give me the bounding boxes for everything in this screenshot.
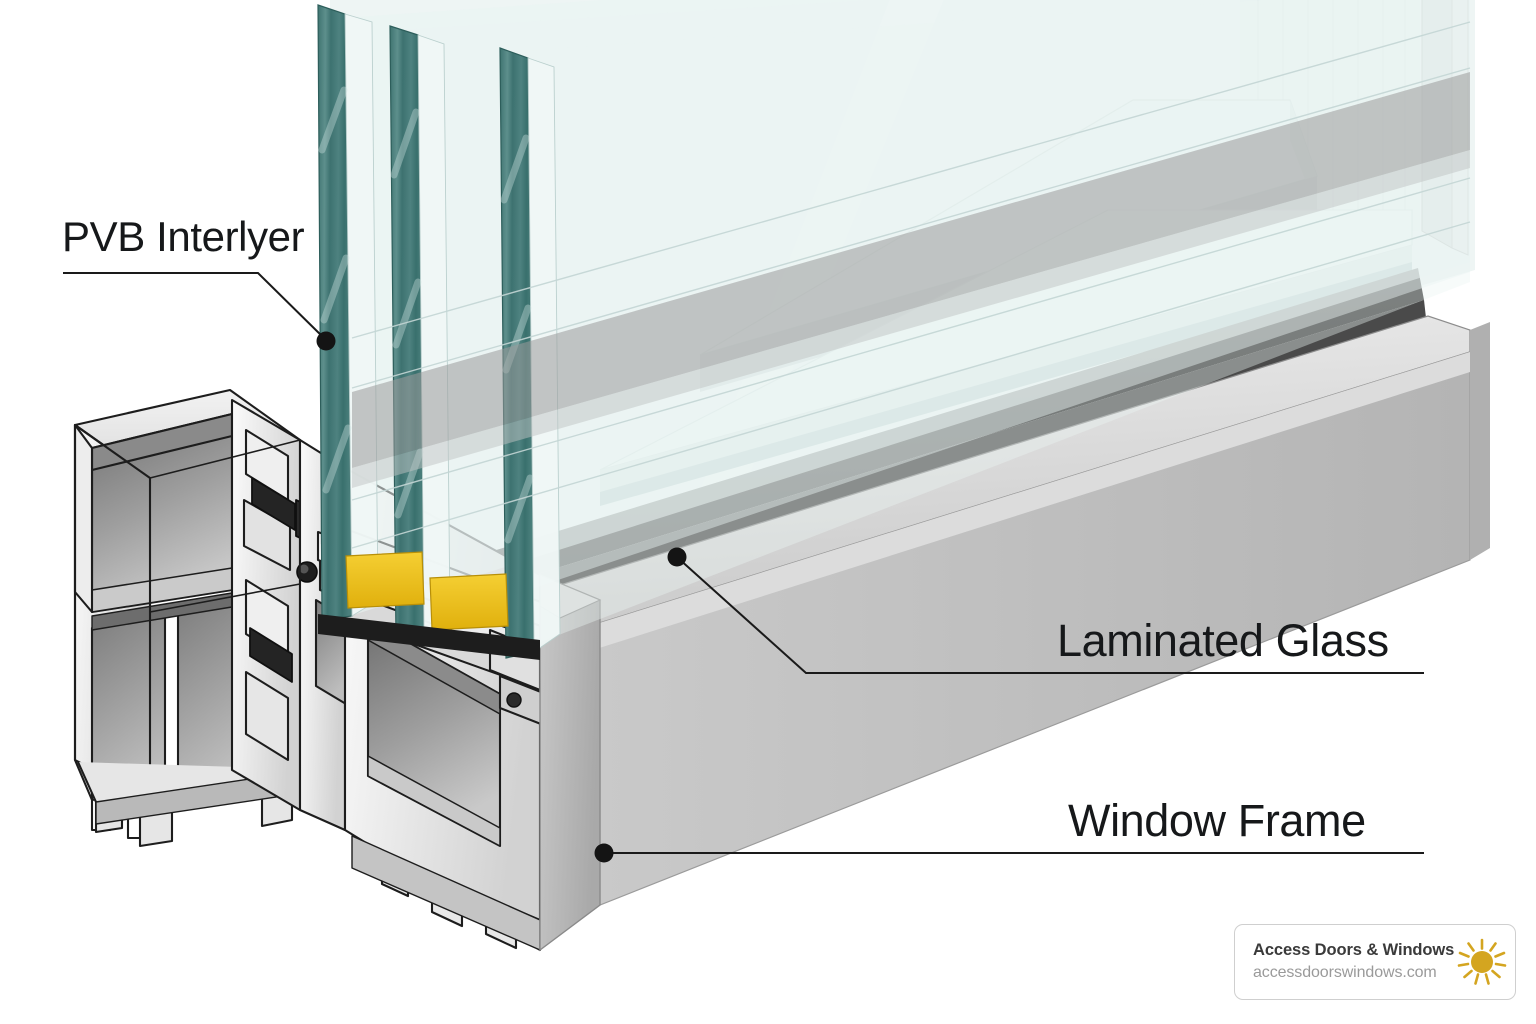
anchor-dot-laminated <box>667 547 687 567</box>
glass-spacer-bars <box>345 551 509 631</box>
callout-anchor-dots <box>316 331 687 863</box>
brand-website-url: accessdoorswindows.com <box>1253 963 1437 981</box>
anchor-dot-frame <box>594 843 614 863</box>
window-frame-sill <box>310 315 1490 906</box>
brand-name: Access Doors & Windows <box>1253 941 1455 960</box>
brand-badge[interactable]: Access Doors & Windows accessdoorswindow… <box>1234 924 1516 1000</box>
glass-bottom-seal <box>318 614 540 660</box>
sun-icon <box>1457 938 1507 985</box>
callout-label-laminated-glass: Laminated Glass <box>1057 615 1389 666</box>
callout-label-window-frame: Window Frame <box>1068 795 1366 846</box>
callout-leaders <box>63 272 1424 854</box>
brand-text-block: Access Doors & Windows accessdoorswindow… <box>1253 940 1454 983</box>
leader-laminated <box>677 557 1424 674</box>
callout-label-pvb-interlayer: PVB Interlyer <box>62 213 305 260</box>
leader-pvb <box>63 272 328 342</box>
anchor-dot-pvb <box>316 331 336 351</box>
laminated-glass-panes <box>317 0 1471 659</box>
